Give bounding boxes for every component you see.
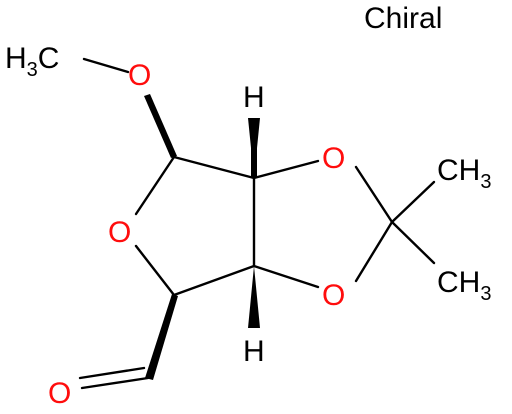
methoxy-oxygen-label: O	[128, 59, 151, 92]
bond-c1-ring-o	[134, 155, 176, 216]
hydrogen-top-label: H	[243, 81, 265, 114]
bond-aldehyde-double-1	[80, 376, 150, 390]
bond-o-bottom-cq	[354, 220, 394, 283]
bond-c2-o-top	[252, 159, 320, 180]
chiral-label: Chiral	[364, 2, 442, 35]
bond-cq-methyl-top	[390, 180, 436, 224]
wedge-bond-c3-h	[248, 266, 260, 328]
dioxolane-oxygen-top-label: O	[322, 142, 345, 175]
wedge-bond-c4-cho	[145, 294, 178, 380]
hydrogen-bottom-label: H	[243, 335, 265, 368]
dioxolane-oxygen-bottom-label: O	[322, 279, 345, 312]
methoxy-methyl-label: H3C	[5, 42, 59, 81]
bond-ring-o-c4	[134, 244, 176, 297]
methyl-bottom-label: CH3	[437, 266, 491, 305]
bond-c3-c4	[172, 264, 256, 297]
bond-c1-c2	[172, 155, 256, 180]
bond-c3-o-bottom	[252, 264, 320, 289]
ring-oxygen-label: O	[108, 216, 131, 249]
wedge-bond-o-c1	[144, 94, 177, 158]
bond-methyl-o	[82, 57, 130, 74]
bond-o-top-cq	[354, 165, 394, 224]
aldehyde-oxygen-label: O	[48, 377, 71, 410]
methyl-top-label: CH3	[437, 154, 491, 193]
bond-aldehyde-double-2	[78, 366, 146, 380]
wedge-bond-c2-h-tip	[248, 118, 260, 178]
bond-cq-methyl-bottom	[390, 220, 436, 265]
